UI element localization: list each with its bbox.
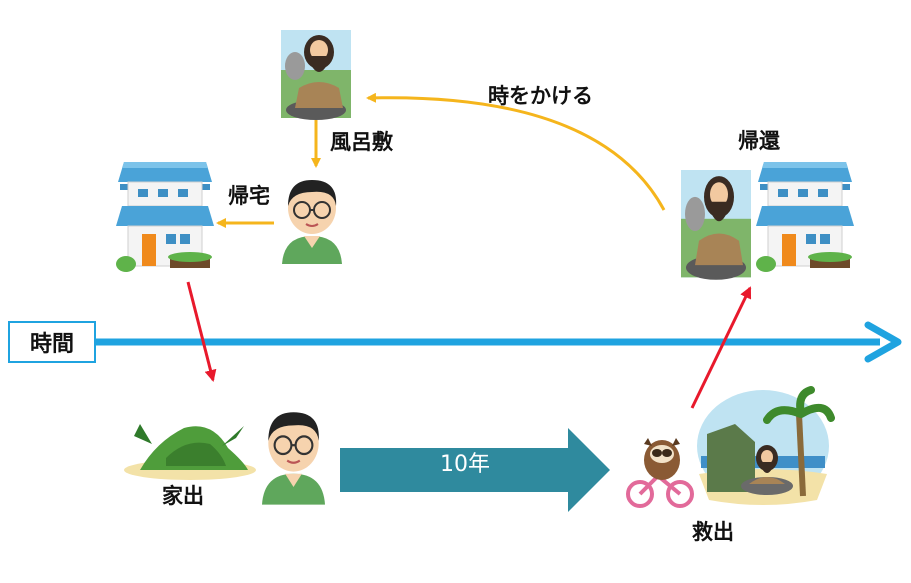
time-axis-arrow xyxy=(96,321,902,363)
house-icon-right xyxy=(755,161,855,273)
arrow-rescue-to-return xyxy=(690,286,752,409)
label-kikan: 帰還 xyxy=(738,129,780,153)
label-kitaku: 帰宅 xyxy=(228,184,270,208)
island-hermit-icon xyxy=(697,386,835,505)
house-icon xyxy=(115,161,215,273)
label-kyushutsu: 救出 xyxy=(692,520,734,544)
raccoon-bicycle-icon xyxy=(626,438,694,508)
ten-years-arrow xyxy=(340,428,610,512)
arrow-time-travel xyxy=(366,92,666,211)
hermit-man-icon-right xyxy=(681,170,751,280)
label-iede: 家出 xyxy=(162,484,204,508)
label-toki-wo-kakeru: 時をかける xyxy=(488,84,593,108)
arrow-house-to-island xyxy=(186,281,217,382)
island-icon xyxy=(124,424,256,480)
time-axis-label: 時間 xyxy=(8,321,96,363)
glasses-man-icon-bottom xyxy=(260,411,327,506)
label-ten-years: 10年 xyxy=(440,452,490,477)
glasses-man-icon xyxy=(281,179,343,265)
label-furoshiki: 風呂敷 xyxy=(330,130,393,154)
hermit-man-icon xyxy=(281,30,351,120)
